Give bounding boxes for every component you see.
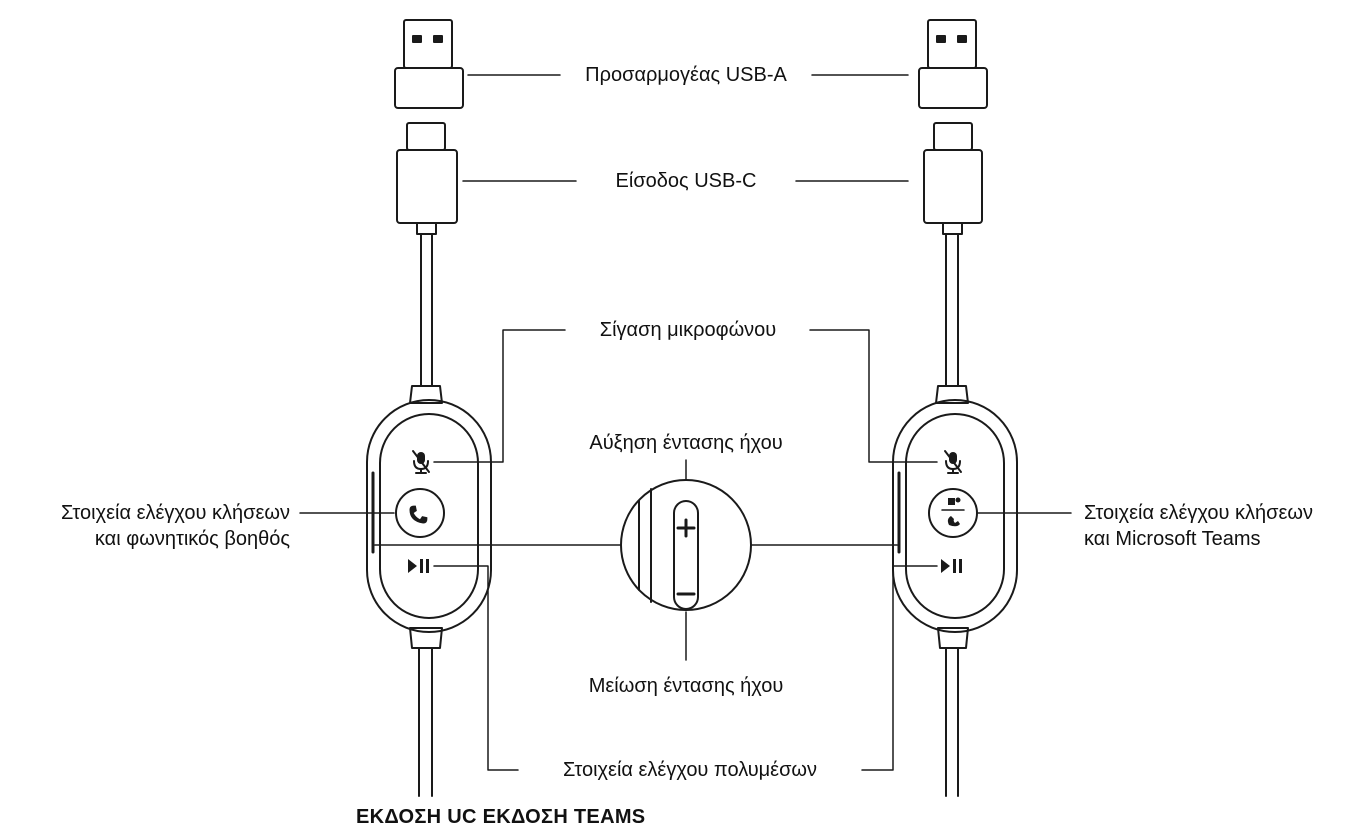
uc-call-button	[395, 488, 445, 538]
mic-mute-icon	[412, 450, 430, 474]
phone-icon	[409, 505, 428, 524]
play-pause-icon	[941, 559, 962, 573]
uc-headset-cable	[366, 19, 492, 797]
teams-usb-a-adapter	[918, 19, 988, 109]
label-mic-mute: Σίγαση μικροφώνου	[595, 317, 781, 343]
caption-uc-version: ΕΚΔΟΣΗ UC	[356, 806, 477, 828]
caption-teams-version: ΕΚΔΟΣΗ TEAMS	[482, 806, 646, 828]
label-call-controls-teams-line2: και Microsoft Teams	[1084, 528, 1261, 550]
teams-phone-icon	[941, 497, 965, 527]
label-call-controls-uc-line2: και φωνητικός βοηθός	[94, 528, 290, 550]
label-volume-up: Αύξηση έντασης ήχου	[585, 430, 787, 456]
teams-call-button	[928, 488, 978, 538]
callout-lines	[299, 74, 1072, 771]
label-call-controls-teams-line1: Στοιχεία ελέγχου κλήσεων	[1084, 502, 1313, 524]
play-pause-icon	[408, 559, 429, 573]
label-volume-down: Μείωση έντασης ήχου	[584, 673, 788, 699]
volume-rocker-magnified	[620, 479, 752, 611]
uc-usb-c-connector	[396, 122, 458, 235]
label-usb-a-adapter: Προσαρμογέας USB-A	[581, 62, 791, 88]
label-call-controls-uc-line1: Στοιχεία ελέγχου κλήσεων	[61, 502, 290, 524]
mic-mute-icon	[944, 450, 962, 474]
label-call-controls-uc: Στοιχεία ελέγχου κλήσεων και φωνητικός β…	[61, 500, 290, 552]
teams-controller-pod	[892, 399, 1018, 633]
uc-usb-a-adapter	[394, 19, 464, 109]
teams-usb-c-connector	[923, 122, 983, 235]
label-call-controls-teams: Στοιχεία ελέγχου κλήσεων και Microsoft T…	[1084, 500, 1313, 552]
uc-controller-pod	[366, 399, 492, 633]
teams-headset-cable	[892, 19, 1018, 797]
label-usb-c-input: Είσοδος USB-C	[611, 168, 761, 194]
caption-versions: ΕΚΔΟΣΗ UC ΕΚΔΟΣΗ TEAMS	[356, 806, 645, 829]
label-media-controls: Στοιχεία ελέγχου πολυμέσων	[558, 757, 822, 783]
